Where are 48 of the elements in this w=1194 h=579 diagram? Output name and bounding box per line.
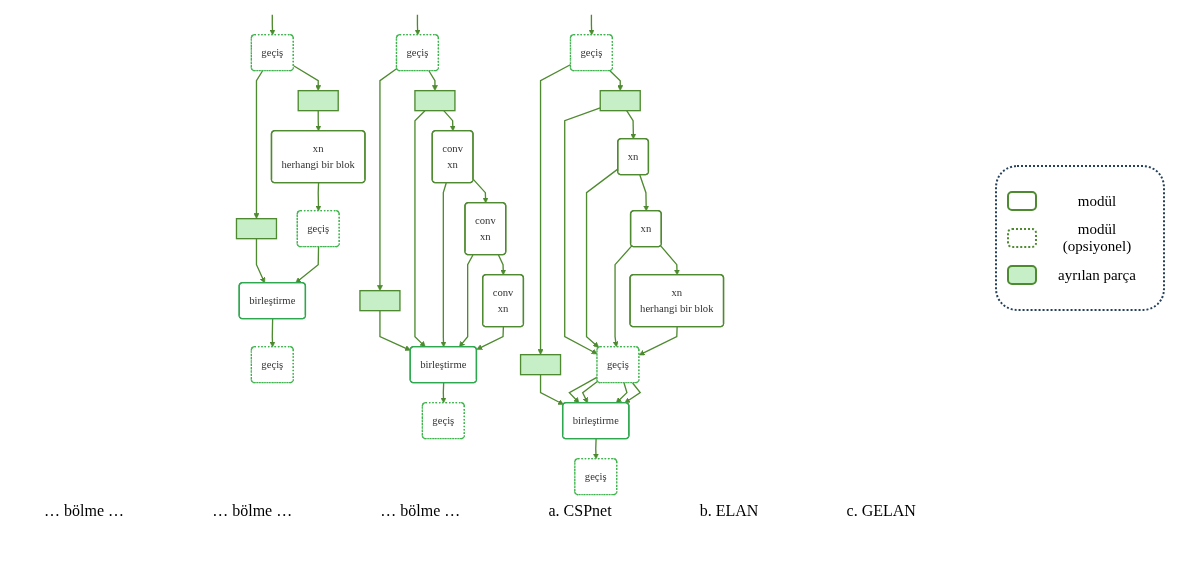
arrow — [379, 310, 411, 351]
arrow — [428, 70, 438, 91]
arrow — [255, 238, 266, 284]
arrow — [615, 382, 628, 404]
arrow — [443, 110, 456, 132]
label-text: … bölme … — [44, 502, 125, 520]
arrow — [624, 382, 642, 404]
arrow — [440, 182, 447, 348]
arrow — [539, 374, 564, 405]
arrow — [315, 110, 322, 132]
arrow — [626, 110, 637, 140]
arrow — [414, 110, 426, 348]
arrow — [609, 70, 624, 91]
arrow — [269, 14, 276, 36]
arrow — [253, 70, 264, 219]
arrow — [497, 254, 507, 276]
arrow — [295, 246, 320, 284]
arrow — [612, 245, 633, 348]
arrow — [414, 14, 421, 36]
legend-label: modül — [1076, 192, 1118, 210]
label-text: b. ELAN — [699, 502, 759, 520]
arrow — [638, 326, 678, 356]
arrow — [581, 380, 599, 404]
arrow — [472, 178, 489, 204]
arrow — [564, 107, 601, 355]
label-text: … bölme … — [212, 502, 293, 520]
node-box — [235, 218, 278, 240]
node-box — [599, 90, 641, 112]
node-box — [359, 290, 401, 312]
legend-label: ayrılan parça — [1057, 266, 1137, 284]
arrow — [588, 14, 595, 36]
arrow — [639, 174, 650, 212]
arrow — [269, 318, 276, 348]
arrow — [459, 254, 474, 348]
node-box — [414, 90, 456, 112]
label-text: c. GELAN — [846, 502, 916, 520]
arrow — [568, 376, 598, 404]
arrow — [476, 326, 505, 350]
arrow — [660, 245, 680, 276]
arrow — [315, 182, 322, 212]
node-box — [519, 354, 562, 376]
label-text: … bölme … — [380, 502, 461, 520]
arrow — [440, 382, 447, 404]
arrow — [593, 438, 599, 460]
node-box — [297, 90, 339, 112]
arrow — [377, 67, 398, 291]
label-text: a. CSPnet — [548, 502, 612, 520]
legend-label: modül (opsiyonel) — [1061, 221, 1133, 255]
